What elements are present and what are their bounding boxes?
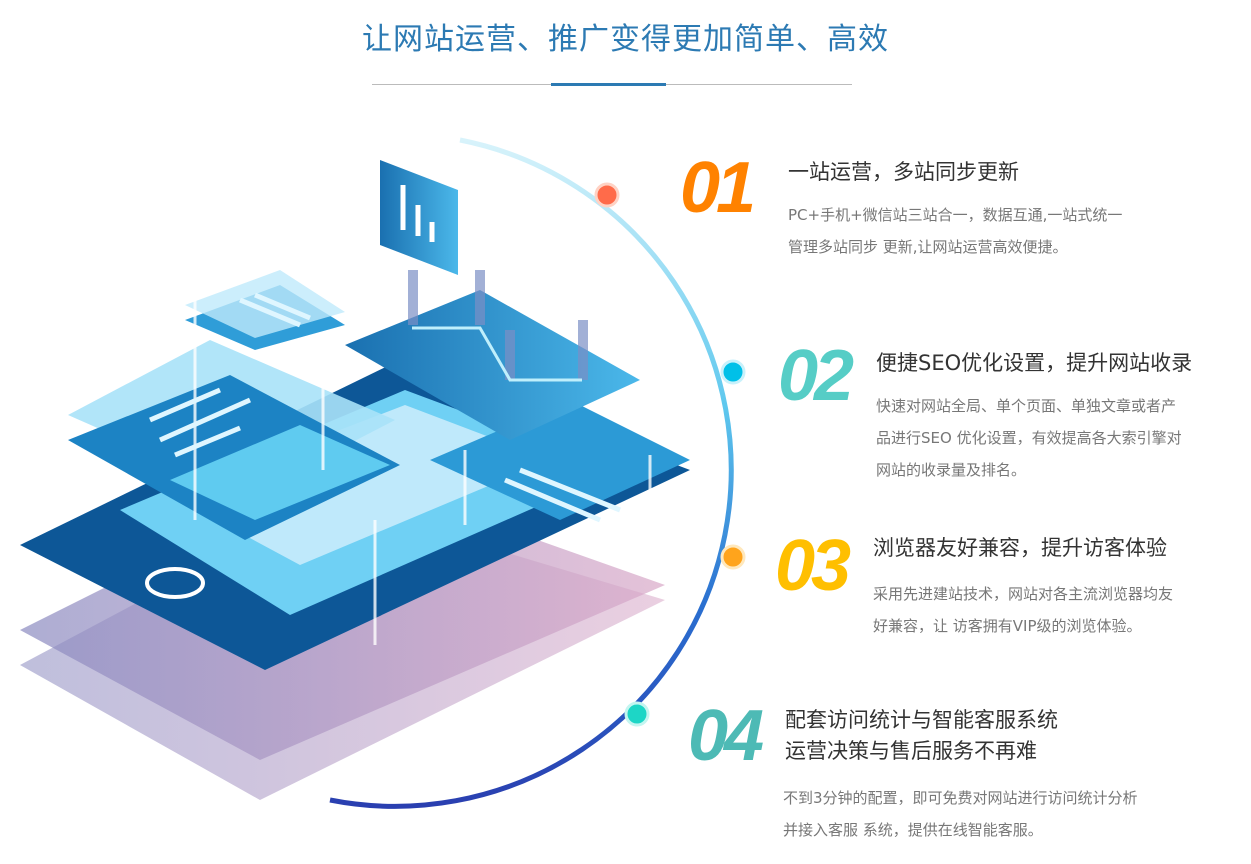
circle-outline (145, 567, 205, 599)
desc-line: 采用先进建站技术，网站对各主流浏览器均友 (873, 585, 1174, 603)
desc-line: 不到3分钟的配置，即可免费对网站进行访问统计分析 (783, 789, 1138, 807)
desc-line: 管理多站同步 更新,让网站运营高效便捷。 (788, 238, 1068, 256)
right-panel (430, 400, 690, 520)
small-card-shadow (185, 270, 345, 338)
timeline-dot-01 (594, 182, 620, 208)
desc-line: 快速对网站全局、单个页面、单独文章或者产 (876, 397, 1177, 415)
feature-title-01: 一站运营，多站同步更新 (788, 160, 1019, 184)
feature-number-04: 04 (688, 696, 764, 776)
feature-number-02: 02 (778, 336, 854, 416)
feature-desc-03: 采用先进建站技术，网站对各主流浏览器均友 好兼容，让 访客拥有VIP级的浏览体验… (873, 578, 1173, 642)
timeline-arc (329, 137, 734, 809)
feature-subtitle-04: 运营决策与售后服务不再难 (785, 739, 1037, 763)
desc-line: 并接入客服 系统，提供在线智能客服。 (783, 821, 1043, 839)
timeline-dot-04 (624, 701, 650, 727)
feature-number-01: 01 (680, 148, 756, 228)
feature-number-03: 03 (775, 526, 851, 606)
feature-desc-01: PC+手机+微信站三站合一，数据互通,一站式统一 管理多站同步 更新,让网站运营… (788, 199, 1122, 263)
timeline-dot-03 (720, 544, 746, 570)
desc-line: 品进行SEO 优化设置，有效提高各大索引擎对 (876, 429, 1182, 447)
desc-line: PC+手机+微信站三站合一，数据互通,一站式统一 (788, 206, 1123, 224)
timeline-dot-02 (720, 359, 746, 385)
text-lines (149, 292, 621, 523)
feature-title-02: 便捷SEO优化设置，提升网站收录 (876, 351, 1193, 375)
page-title: 让网站运营、推广变得更加简单、高效 (362, 22, 889, 57)
bar-chart-icon (400, 185, 435, 242)
doc-inner (170, 425, 390, 520)
feature-desc-02: 快速对网站全局、单个页面、单独文章或者产 品进行SEO 优化设置，有效提高各大索… (876, 390, 1182, 486)
feature-title-04: 配套访问统计与智能客服系统 (785, 708, 1058, 732)
title-divider-accent (551, 83, 666, 86)
desc-line: 好兼容，让 访客拥有VIP级的浏览体验。 (873, 617, 1142, 635)
desc-line: 网站的收录量及排名。 (876, 461, 1027, 479)
feature-title-03: 浏览器友好兼容，提升访客体验 (873, 536, 1167, 560)
feature-desc-04: 不到3分钟的配置，即可免费对网站进行访问统计分析 并接入客服 系统，提供在线智能… (783, 782, 1138, 846)
